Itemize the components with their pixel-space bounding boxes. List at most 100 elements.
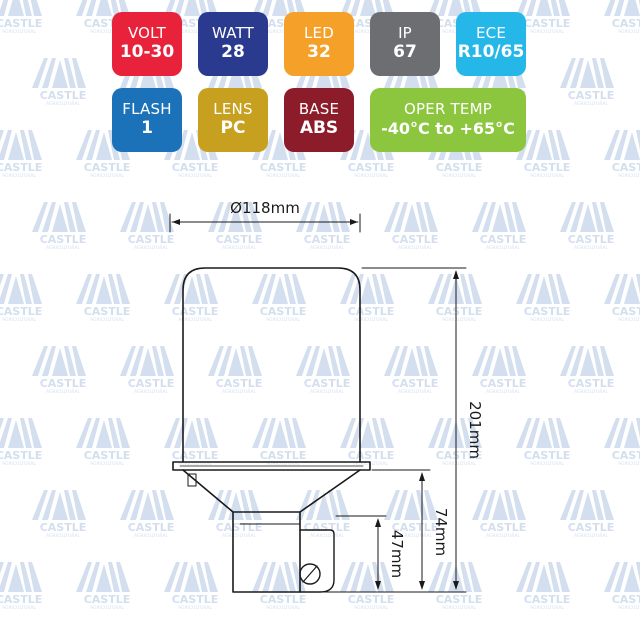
svg-text:CASTLE: CASTLE (304, 521, 351, 534)
badge-lens-label: LENS (213, 99, 253, 118)
svg-text:AGRICULTURAL: AGRICULTURAL (2, 605, 36, 610)
dim-47-label: 47mm (388, 530, 406, 578)
svg-text:CASTLE: CASTLE (216, 377, 263, 390)
svg-text:AGRICULTURAL: AGRICULTURAL (134, 389, 168, 394)
svg-text:CASTLE: CASTLE (524, 449, 571, 462)
svg-text:AGRICULTURAL: AGRICULTURAL (90, 461, 124, 466)
svg-text:CASTLE: CASTLE (84, 449, 131, 462)
svg-text:AGRICULTURAL: AGRICULTURAL (442, 317, 476, 322)
svg-text:AGRICULTURAL: AGRICULTURAL (310, 245, 344, 250)
bracket-bolt-hole (299, 563, 321, 585)
badge-base-value: ABS (299, 118, 339, 139)
svg-text:AGRICULTURAL: AGRICULTURAL (90, 605, 124, 610)
svg-text:CASTLE: CASTLE (612, 449, 640, 462)
svg-text:AGRICULTURAL: AGRICULTURAL (354, 605, 388, 610)
badge-flash-label: FLASH (122, 99, 172, 118)
svg-text:AGRICULTURAL: AGRICULTURAL (354, 173, 388, 178)
svg-text:CASTLE: CASTLE (0, 161, 42, 174)
bracket-bolt-slash (302, 565, 318, 583)
svg-text:AGRICULTURAL: AGRICULTURAL (178, 29, 212, 34)
svg-text:AGRICULTURAL: AGRICULTURAL (222, 533, 256, 538)
badge-ip-label: IP (398, 23, 412, 42)
svg-text:AGRICULTURAL: AGRICULTURAL (46, 389, 80, 394)
svg-text:AGRICULTURAL: AGRICULTURAL (398, 245, 432, 250)
badge-led: LED 32 (284, 12, 354, 76)
svg-text:CASTLE: CASTLE (524, 593, 571, 606)
svg-text:AGRICULTURAL: AGRICULTURAL (530, 317, 564, 322)
badge-flash-value: 1 (141, 118, 153, 139)
svg-text:CASTLE: CASTLE (436, 161, 483, 174)
svg-text:AGRICULTURAL: AGRICULTURAL (222, 389, 256, 394)
svg-text:CASTLE: CASTLE (612, 161, 640, 174)
svg-text:AGRICULTURAL: AGRICULTURAL (574, 533, 608, 538)
svg-text:CASTLE: CASTLE (128, 233, 175, 246)
svg-text:CASTLE: CASTLE (568, 377, 615, 390)
badge-volt-label: VOLT (127, 23, 167, 42)
svg-text:AGRICULTURAL: AGRICULTURAL (134, 245, 168, 250)
svg-text:AGRICULTURAL: AGRICULTURAL (618, 317, 640, 322)
svg-text:AGRICULTURAL: AGRICULTURAL (178, 173, 212, 178)
svg-text:CASTLE: CASTLE (524, 17, 571, 30)
badge-watt-label: WATT (212, 23, 254, 42)
svg-text:CASTLE: CASTLE (84, 161, 131, 174)
svg-text:AGRICULTURAL: AGRICULTURAL (354, 461, 388, 466)
svg-text:AGRICULTURAL: AGRICULTURAL (2, 461, 36, 466)
badge-base-label: BASE (298, 99, 340, 118)
svg-text:AGRICULTURAL: AGRICULTURAL (530, 461, 564, 466)
lens-dome (182, 267, 361, 463)
svg-text:AGRICULTURAL: AGRICULTURAL (310, 389, 344, 394)
svg-text:AGRICULTURAL: AGRICULTURAL (618, 605, 640, 610)
svg-text:AGRICULTURAL: AGRICULTURAL (618, 29, 640, 34)
svg-text:AGRICULTURAL: AGRICULTURAL (442, 173, 476, 178)
svg-text:CASTLE: CASTLE (568, 521, 615, 534)
diameter-arrow-right (350, 219, 358, 225)
svg-text:CASTLE: CASTLE (40, 377, 87, 390)
svg-text:CASTLE: CASTLE (40, 89, 87, 102)
diameter-arrow-left (172, 219, 180, 225)
badge-lens-value: PC (220, 118, 246, 139)
svg-text:AGRICULTURAL: AGRICULTURAL (618, 173, 640, 178)
bracket-plate (299, 529, 335, 593)
svg-text:AGRICULTURAL: AGRICULTURAL (266, 605, 300, 610)
svg-text:AGRICULTURAL: AGRICULTURAL (486, 389, 520, 394)
svg-text:AGRICULTURAL: AGRICULTURAL (530, 173, 564, 178)
base-collar (172, 461, 371, 471)
svg-text:CASTLE: CASTLE (436, 305, 483, 318)
svg-text:AGRICULTURAL: AGRICULTURAL (2, 29, 36, 34)
badge-lens: LENS PC (198, 88, 268, 152)
dim-74-arrow-bottom (419, 581, 425, 590)
svg-text:CASTLE: CASTLE (480, 233, 527, 246)
svg-text:AGRICULTURAL: AGRICULTURAL (90, 317, 124, 322)
svg-text:CASTLE: CASTLE (260, 593, 307, 606)
svg-text:AGRICULTURAL: AGRICULTURAL (2, 317, 36, 322)
svg-text:CASTLE: CASTLE (128, 521, 175, 534)
svg-text:AGRICULTURAL: AGRICULTURAL (46, 533, 80, 538)
svg-text:CASTLE: CASTLE (172, 161, 219, 174)
badge-flash: FLASH 1 (112, 88, 182, 152)
svg-text:AGRICULTURAL: AGRICULTURAL (90, 29, 124, 34)
svg-text:AGRICULTURAL: AGRICULTURAL (2, 173, 36, 178)
svg-text:AGRICULTURAL: AGRICULTURAL (354, 317, 388, 322)
badge-base: BASE ABS (284, 88, 354, 152)
svg-text:AGRICULTURAL: AGRICULTURAL (266, 29, 300, 34)
svg-text:CASTLE: CASTLE (40, 233, 87, 246)
dim-47-arrow-bottom (375, 581, 381, 590)
svg-text:CASTLE: CASTLE (568, 89, 615, 102)
